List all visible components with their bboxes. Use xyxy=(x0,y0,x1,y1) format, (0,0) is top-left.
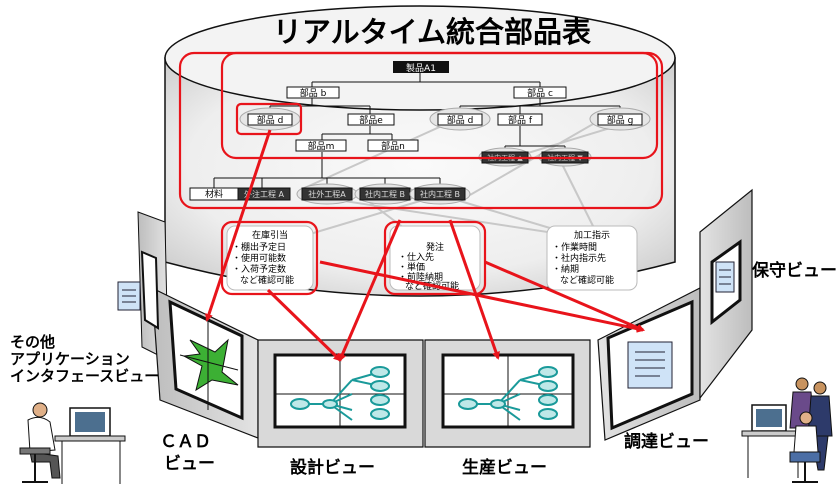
info-processing-title: 加工指示 xyxy=(574,229,610,241)
document-icon xyxy=(715,261,735,293)
maintenance-view-label: 保守ビュー xyxy=(751,260,837,281)
node-part-c-label: 部品 c xyxy=(527,87,553,99)
cad-monitor[interactable] xyxy=(168,299,244,421)
node-part-f-label: 部品 f xyxy=(508,114,533,126)
node-part-d-left-label: 部品 d xyxy=(257,114,284,126)
info-order-item-1: ・仕入先 xyxy=(398,251,434,263)
page-title: リアルタイム統合部品表 xyxy=(273,15,591,49)
info-inventory: 在庫引当 ・棚出予定日 ・使用可能数 ・入荷予定数 など確認可能 xyxy=(226,225,314,291)
node-part-b[interactable]: 部品 b xyxy=(286,86,340,99)
production-monitor[interactable] xyxy=(441,353,575,429)
procurement-monitor[interactable] xyxy=(606,299,694,431)
node-part-d-left[interactable]: 部品 d xyxy=(239,107,301,131)
document-icon xyxy=(117,281,141,311)
info-processing-item-1: ・作業時間 xyxy=(552,241,597,253)
node-inhouse-b2-label: 社内工程 B xyxy=(420,189,460,199)
other-app-monitor[interactable] xyxy=(117,250,160,330)
node-part-b-label: 部品 b xyxy=(300,87,327,99)
node-root-label: 製品A1 xyxy=(406,62,436,74)
node-material[interactable]: 材料 xyxy=(189,187,239,201)
node-part-c[interactable]: 部品 c xyxy=(513,86,567,99)
info-inventory-item-3: ・入荷予定数 xyxy=(232,263,286,275)
node-part-d-right-label: 部品 d xyxy=(447,114,474,126)
node-part-f[interactable]: 部品 f xyxy=(497,113,543,126)
person-at-computer-icon xyxy=(19,402,126,484)
node-part-e-label: 部品e xyxy=(359,114,383,126)
node-part-d-right[interactable]: 部品 d xyxy=(429,107,491,131)
cad-view-label-1: ＣＡＤ xyxy=(160,432,211,452)
bom-tree-lines xyxy=(213,72,621,188)
node-part-n-label: 部品n xyxy=(381,140,405,152)
info-order-item-2: ・単価 xyxy=(398,261,425,273)
node-part-m[interactable]: 部品m xyxy=(295,139,347,152)
node-inhouse-b1-label: 社内工程 B xyxy=(365,189,405,199)
node-material-label: 材料 xyxy=(205,188,223,200)
red-arrows xyxy=(205,129,645,362)
node-inhouse-b2[interactable]: 社内工程 B xyxy=(409,183,471,205)
info-processing: 加工指示 ・作業時間 ・社内指示先 ・納期 など確認可能 xyxy=(546,225,638,291)
info-inventory-item-1: ・棚出予定日 xyxy=(232,241,286,253)
design-view-label: 設計ビュー xyxy=(290,457,375,478)
cad-view-label-2: ビュー xyxy=(164,454,215,474)
tree-graph-icon xyxy=(290,366,390,421)
node-part-n[interactable]: 部品n xyxy=(367,139,419,152)
node-external-a-label: 社外工程A xyxy=(308,189,346,199)
node-external-a[interactable]: 社外工程A xyxy=(296,183,358,205)
other-view-label-2: アプリケーション xyxy=(10,350,130,368)
info-processing-item-2: ・社内指示先 xyxy=(552,252,606,264)
tree-graph-icon xyxy=(458,366,558,421)
document-icon xyxy=(627,341,673,389)
design-monitor[interactable] xyxy=(273,353,407,429)
info-processing-item-3: ・納期 xyxy=(552,263,579,275)
node-part-g-label: 部品 g xyxy=(607,114,634,126)
info-inventory-title: 在庫引当 xyxy=(252,229,288,241)
other-view-label-1: その他 xyxy=(10,333,55,351)
maintenance-monitor[interactable] xyxy=(710,239,742,326)
office-workers-icon xyxy=(741,377,833,483)
info-order-title: 発注 xyxy=(426,241,444,253)
node-outsource-a[interactable]: 外注工程 A xyxy=(237,187,291,201)
node-root[interactable]: 製品A1 xyxy=(393,61,449,74)
node-part-m-label: 部品m xyxy=(308,140,335,152)
production-view-label: 生産ビュー xyxy=(462,457,547,478)
info-inventory-item-4: など確認可能 xyxy=(240,274,294,286)
info-processing-item-4: など確認可能 xyxy=(560,274,614,286)
procurement-view-label: 調達ビュー xyxy=(624,431,709,452)
node-part-g[interactable]: 部品 g xyxy=(589,107,651,131)
node-part-e[interactable]: 部品e xyxy=(347,113,395,126)
cad-model-icon xyxy=(179,318,239,410)
info-inventory-item-2: ・使用可能数 xyxy=(232,252,286,264)
node-inhouse-b1[interactable]: 社内工程 B xyxy=(354,183,416,205)
node-outsource-a-label: 外注工程 A xyxy=(244,189,285,199)
other-view-label-3: インタフェースビュー xyxy=(10,367,159,385)
info-order: 発注 ・仕入先 ・単価 ・前陸納期 など確認可能 xyxy=(389,225,481,292)
